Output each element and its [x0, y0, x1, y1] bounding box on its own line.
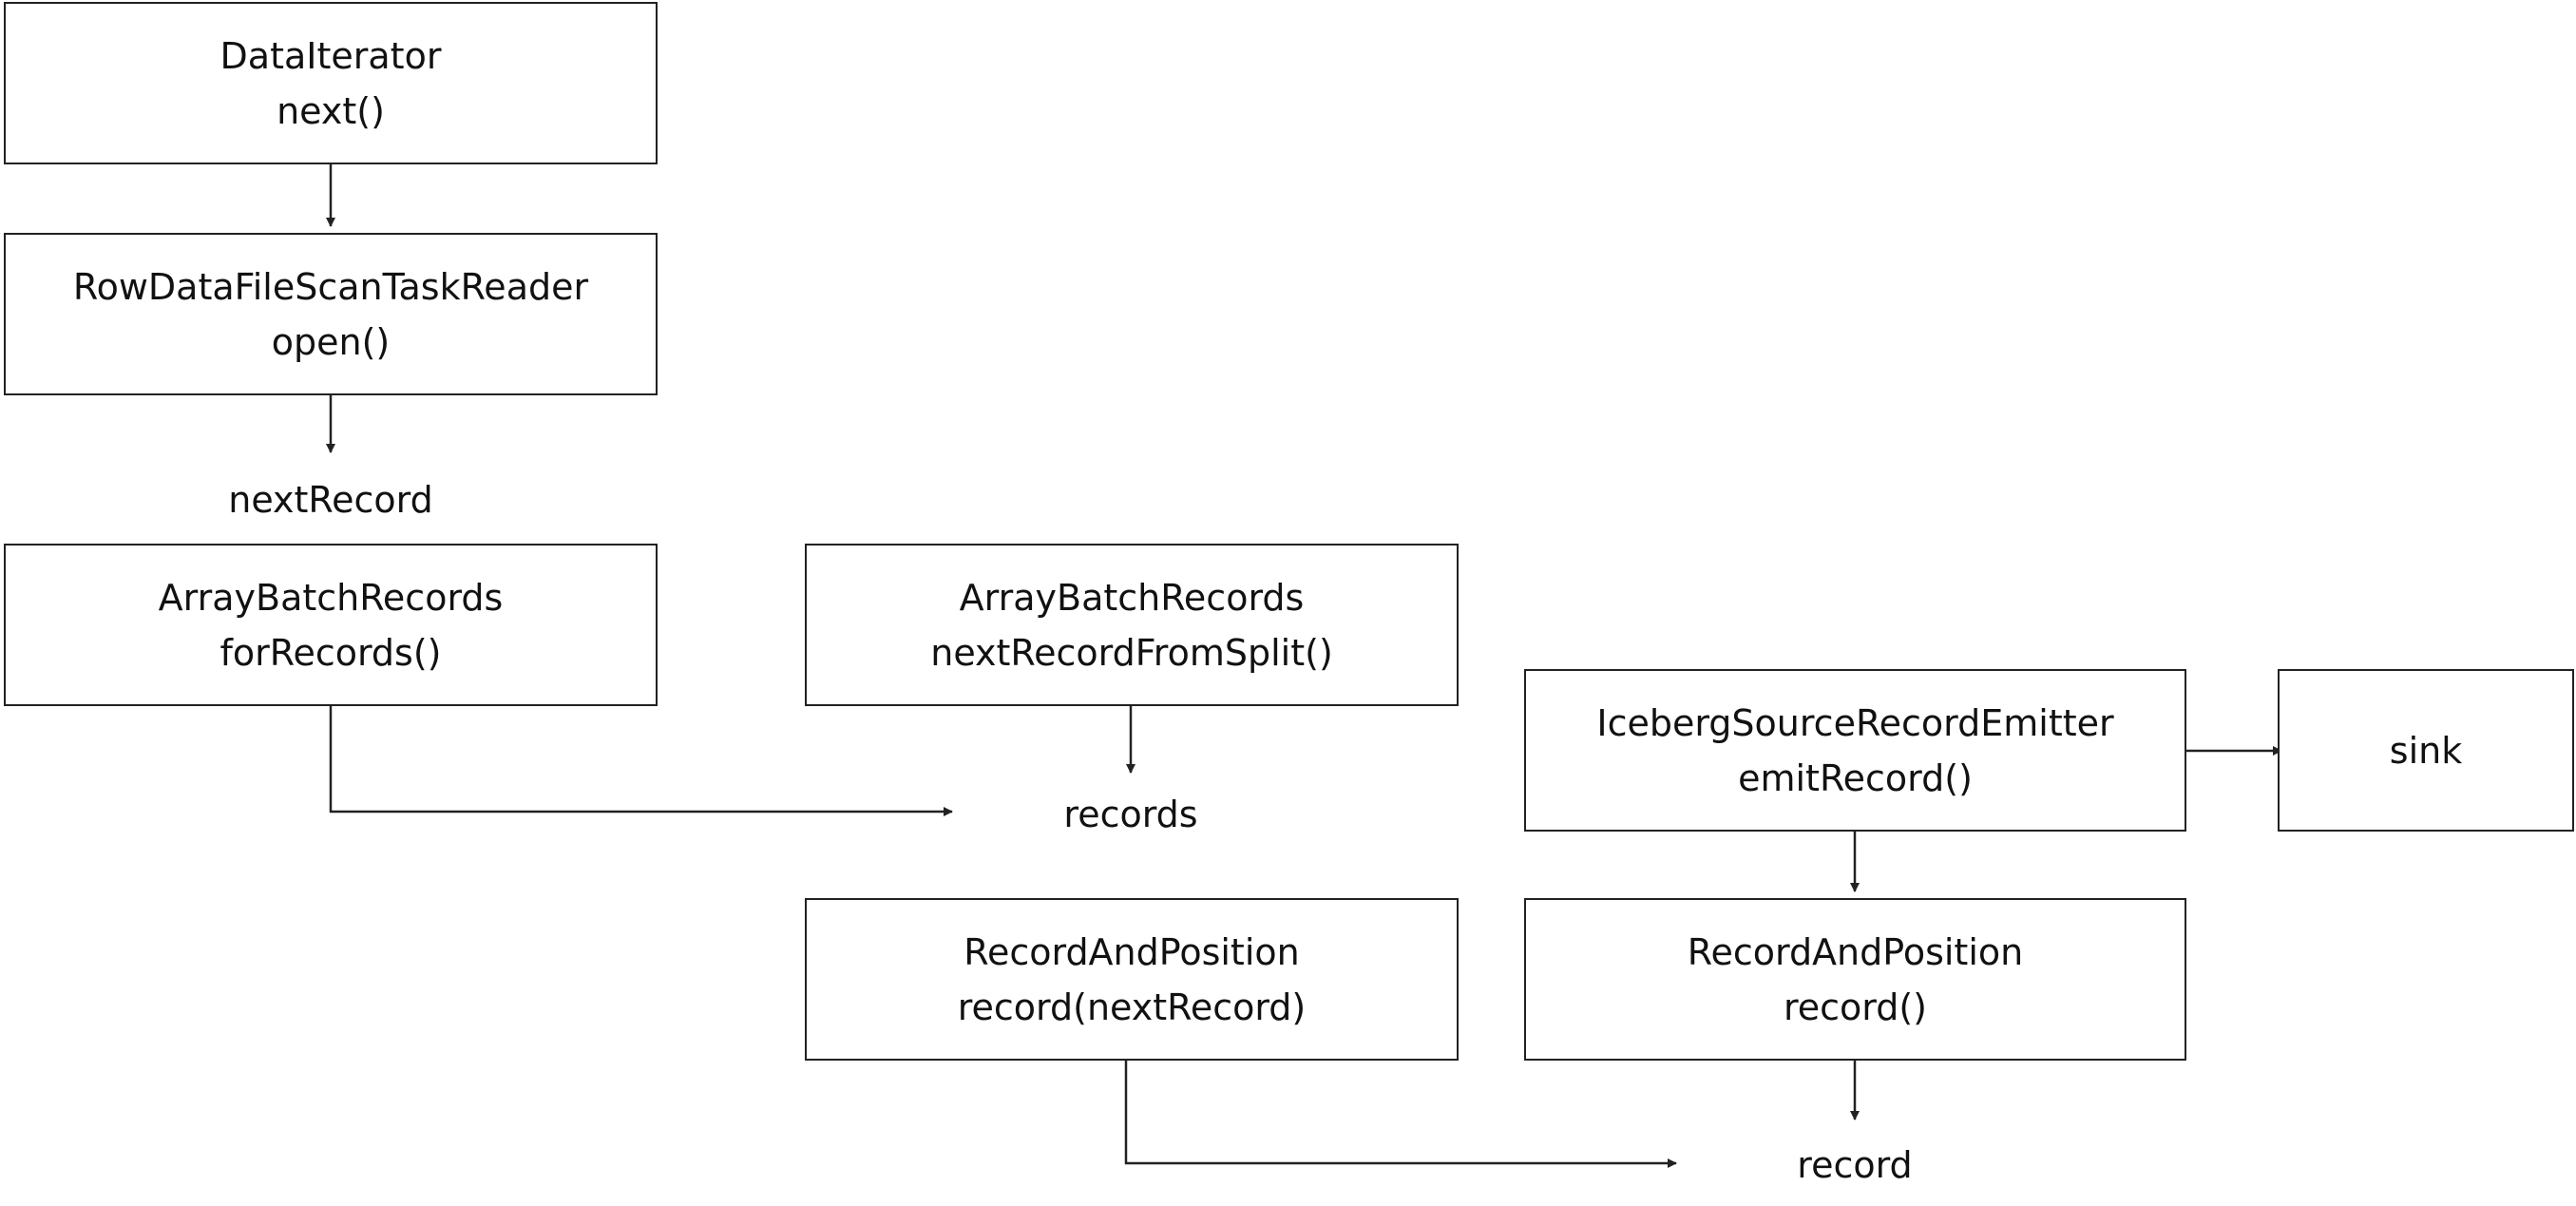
node-class-name: RecordAndPosition: [964, 930, 1300, 973]
node-method: record(nextRecord): [957, 986, 1307, 1028]
node-class-name: IcebergSourceRecordEmitter: [1596, 701, 2114, 744]
node-method: open(): [271, 320, 391, 363]
node-row-data-file-scan-task-reader: RowDataFileScanTaskReader open(): [4, 233, 658, 395]
node-iceberg-source-record-emitter: IcebergSourceRecordEmitter emitRecord(): [1524, 669, 2186, 832]
node-sink: sink: [2278, 669, 2574, 832]
node-method: next(): [277, 89, 385, 132]
node-method: forRecords(): [219, 631, 442, 674]
label-next-record: nextRecord: [228, 479, 433, 521]
node-array-batch-records-next-record-from-split: ArrayBatchRecords nextRecordFromSplit(): [805, 544, 1459, 706]
node-record-and-position-record-next-record: RecordAndPosition record(nextRecord): [805, 898, 1459, 1061]
node-method: nextRecordFromSplit(): [930, 631, 1333, 674]
node-data-iterator: DataIterator next(): [4, 2, 658, 164]
node-array-batch-records-for-records: ArrayBatchRecords forRecords(): [4, 544, 658, 706]
node-method: emitRecord(): [1738, 756, 1973, 799]
node-class-name: RowDataFileScanTaskReader: [72, 265, 589, 308]
label-record: record: [1797, 1144, 1913, 1186]
arrow-forrecords-to-records: [329, 706, 953, 816]
label-records: records: [1063, 794, 1198, 835]
node-class-name: ArrayBatchRecords: [158, 576, 504, 619]
node-record-and-position-record: RecordAndPosition record(): [1524, 898, 2186, 1061]
node-class-name: ArrayBatchRecords: [959, 576, 1305, 619]
node-class-name: RecordAndPosition: [1687, 930, 2024, 973]
node-method: record(): [1783, 986, 1928, 1028]
arrow-recordandposition-mid-to-record: [1124, 1061, 1677, 1168]
node-label: sink: [2389, 729, 2463, 772]
node-class-name: DataIterator: [219, 34, 442, 77]
